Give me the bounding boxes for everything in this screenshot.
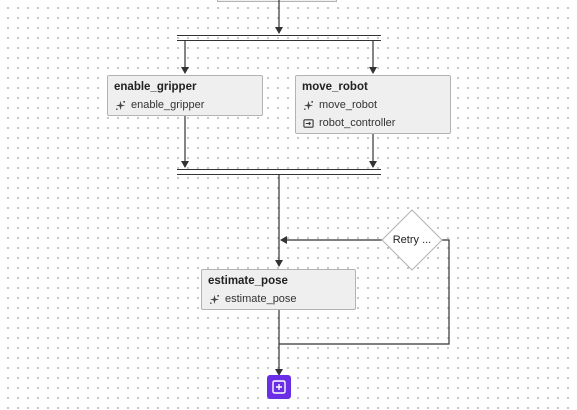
add-node-button[interactable]	[267, 375, 291, 399]
node-estimate-pose[interactable]: estimate_pose estimate_pose	[201, 269, 356, 310]
previous-node-stub[interactable]	[217, 0, 337, 2]
join-bar	[177, 169, 381, 175]
node-title: move_robot	[302, 81, 368, 93]
node-row-label: robot_controller	[319, 117, 396, 129]
sparkle-icon	[208, 293, 220, 305]
node-row-label: enable_gripper	[131, 99, 205, 111]
node-row-agent: enable_gripper	[114, 98, 256, 112]
sparkle-icon	[302, 99, 314, 111]
node-title: enable_gripper	[114, 81, 197, 93]
node-row-controller: robot_controller	[302, 116, 444, 130]
retry-condition[interactable]: Retry ...	[380, 208, 444, 272]
fork-bar	[177, 35, 381, 41]
controller-icon	[302, 117, 314, 129]
edge-retry-exit	[279, 239, 450, 345]
node-row-agent: estimate_pose	[208, 292, 349, 306]
node-row-label: move_robot	[319, 99, 378, 111]
retry-label: Retry ...	[392, 234, 432, 246]
sparkle-icon	[114, 99, 126, 111]
node-title: estimate_pose	[208, 275, 288, 287]
node-row-agent: move_robot	[302, 98, 444, 112]
node-move-robot[interactable]: move_robot move_robot robot_controller	[295, 75, 451, 134]
node-row-label: estimate_pose	[225, 293, 297, 305]
plus-square-icon	[272, 380, 286, 394]
diamond-shape	[381, 209, 443, 271]
node-enable-gripper[interactable]: enable_gripper enable_gripper	[107, 75, 263, 116]
